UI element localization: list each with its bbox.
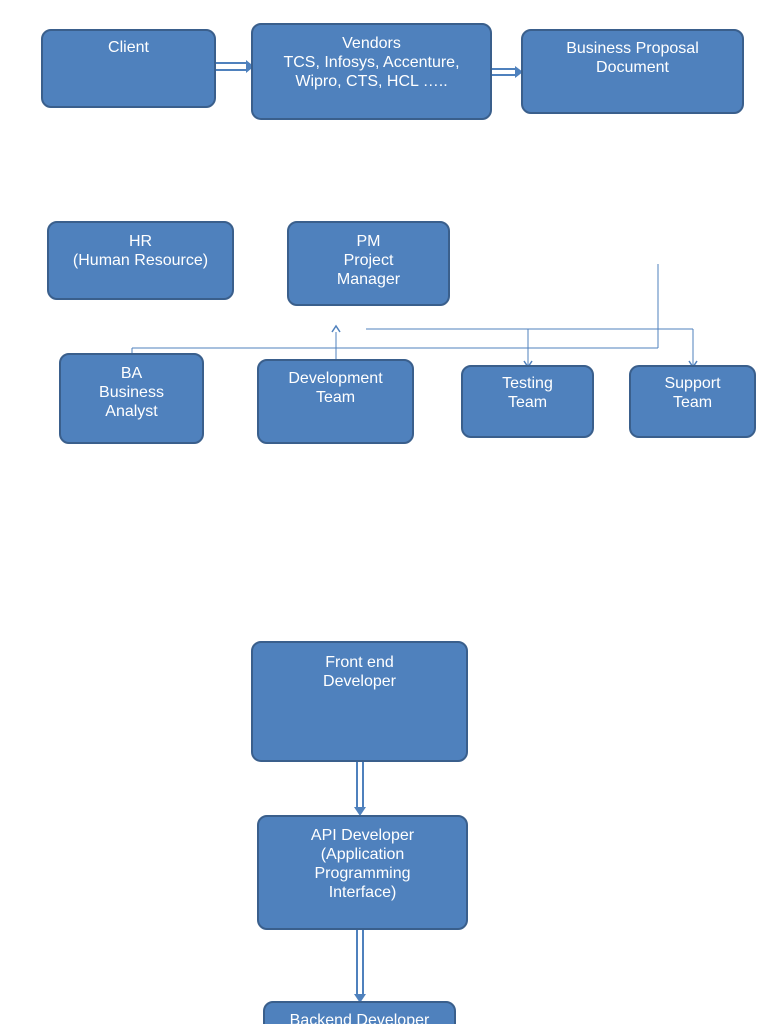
development-team-label-line1: Development bbox=[288, 370, 383, 387]
arrow-client-to-vendors bbox=[216, 60, 254, 73]
team-connectors bbox=[131, 264, 694, 366]
frontend-developer-label-line2: Developer bbox=[323, 673, 396, 690]
hr-box: HR (Human Resource) bbox=[47, 221, 234, 300]
vendors-label: Vendors bbox=[342, 35, 401, 52]
ba-full-name-line2: Analyst bbox=[105, 403, 158, 420]
arrow-api-to-backend bbox=[354, 930, 366, 1003]
pm-full-name-line1: Project bbox=[343, 252, 394, 269]
frontend-developer-box: Front end Developer bbox=[251, 641, 468, 762]
client-box: Client bbox=[41, 29, 216, 108]
ba-label: BA bbox=[120, 365, 143, 382]
vendors-box: Vendors TCS, Infosys, Accenture, Wipro, … bbox=[251, 23, 492, 120]
api-developer-desc-line1: (Application bbox=[320, 846, 405, 863]
testing-team-label-line1: Testing bbox=[502, 375, 553, 392]
vendors-list-line2: Wipro, CTS, HCL ….. bbox=[295, 73, 448, 90]
arrow-frontend-to-api bbox=[354, 762, 366, 816]
development-team-box: Development Team bbox=[257, 359, 414, 444]
api-developer-label: API Developer bbox=[310, 827, 415, 844]
support-team-box: Support Team bbox=[629, 365, 756, 438]
development-team-label-line2: Team bbox=[315, 389, 356, 406]
ba-full-name-line1: Business bbox=[99, 384, 164, 401]
hr-label: HR bbox=[128, 233, 153, 250]
backend-developer-box: Backend Developer bbox=[263, 1001, 456, 1024]
client-label: Client bbox=[108, 39, 149, 56]
business-proposal-box: Business Proposal Document bbox=[521, 29, 744, 114]
backend-developer-label: Backend Developer bbox=[289, 1012, 430, 1024]
ba-box: BA Business Analyst bbox=[59, 353, 204, 444]
hr-full-name: (Human Resource) bbox=[72, 252, 209, 269]
pm-full-name-line2: Manager bbox=[336, 271, 401, 288]
pm-box: PM Project Manager bbox=[287, 221, 450, 306]
vendors-list-line1: TCS, Infosys, Accenture, bbox=[283, 54, 460, 71]
testing-team-label-line2: Team bbox=[507, 394, 548, 411]
business-proposal-label-line2: Document bbox=[596, 59, 669, 76]
support-team-label-line1: Support bbox=[664, 375, 721, 392]
frontend-developer-label-line1: Front end bbox=[325, 654, 394, 671]
api-developer-desc-line2: Programming bbox=[314, 865, 411, 882]
api-developer-desc-line3: Interface) bbox=[328, 884, 397, 901]
support-team-label-line2: Team bbox=[672, 394, 713, 411]
pm-label: PM bbox=[356, 233, 381, 250]
testing-team-box: Testing Team bbox=[461, 365, 594, 438]
api-developer-box: API Developer (Application Programming I… bbox=[257, 815, 468, 930]
business-proposal-label-line1: Business Proposal bbox=[566, 40, 699, 57]
arrow-vendors-to-proposal bbox=[492, 66, 523, 78]
